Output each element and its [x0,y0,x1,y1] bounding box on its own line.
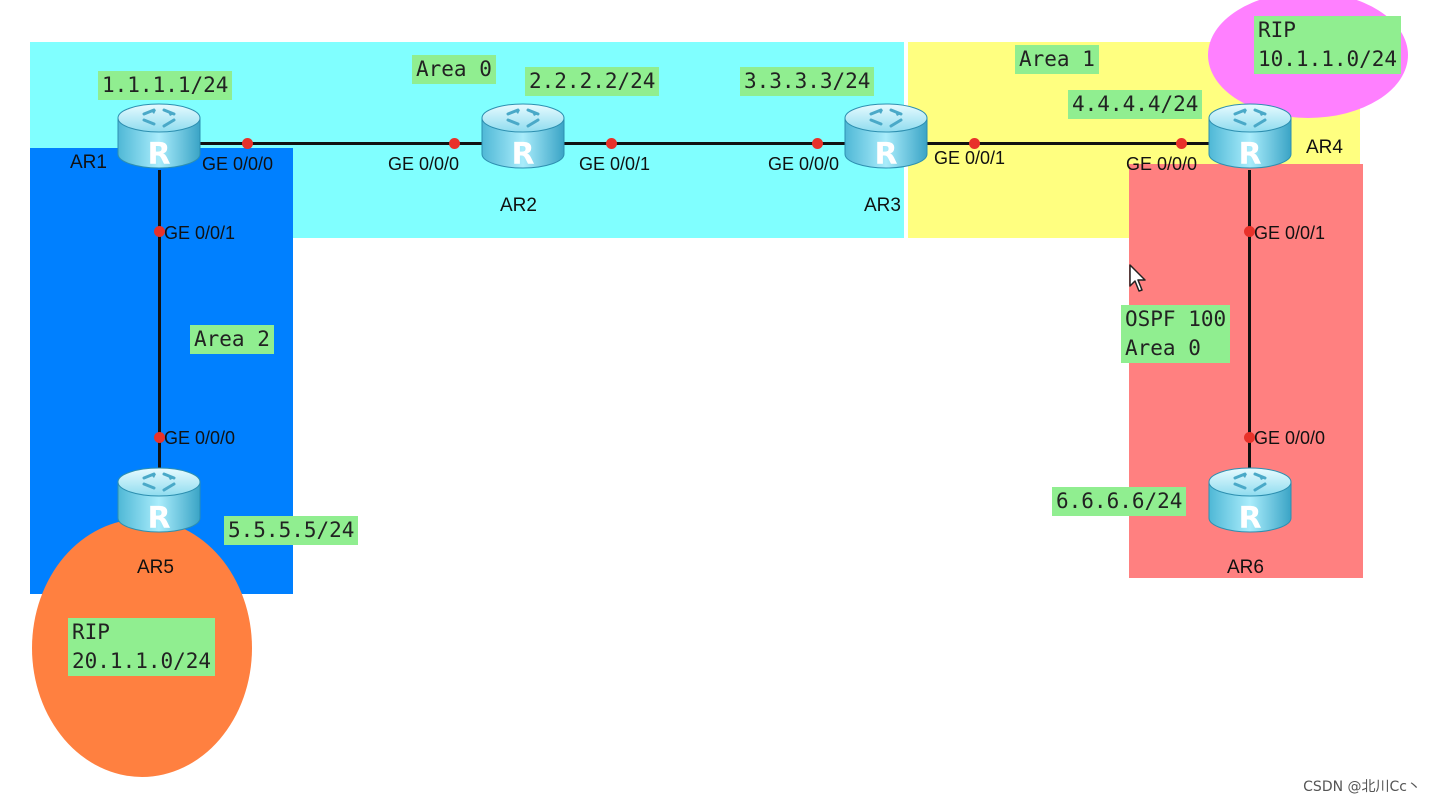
rip-right-title: RIP [1258,18,1296,42]
link-ar3-ar4 [925,142,1225,145]
router-ar3-name: AR3 [864,195,901,216]
area-2-label: Area 2 [190,325,274,354]
port-dot-ar3-ge001 [969,138,980,149]
loopback-ar3-label: 3.3.3.3/24 [740,67,875,96]
area-1-label: Area 1 [1015,45,1099,74]
iface-ar4-ge000: GE 0/0/0 [1126,154,1198,174]
iface-ar5-ge000: GE 0/0/0 [164,428,236,448]
router-ar4-icon[interactable] [1205,98,1295,174]
iface-ar2-ge000: GE 0/0/0 [388,154,460,174]
router-ar6-name: AR6 [1227,557,1264,578]
iface-ar1-ge000: GE 0/0/0 [202,154,274,174]
router-ar3-icon[interactable] [841,98,931,174]
loopback-ar4-label: 4.4.4.4/24 [1068,90,1203,119]
router-ar2-name: AR2 [500,195,537,216]
loopback-ar2-label: 2.2.2.2/24 [525,67,660,96]
loopback-ar5-label: 5.5.5.5/24 [224,516,359,545]
iface-ar4-ge001: GE 0/0/1 [1254,223,1326,243]
ospf-area-0-line: Area 0 [1125,336,1201,360]
iface-ar3-ge001: GE 0/0/1 [934,148,1006,168]
router-ar5-icon[interactable] [114,462,204,538]
router-ar2-icon[interactable] [478,98,568,174]
rip-left-label: RIP 20.1.1.0/24 [68,618,216,676]
port-dot-ar4-ge001 [1244,226,1255,237]
loopback-ar1-label: 1.1.1.1/24 [98,71,233,100]
router-ar6-icon[interactable] [1205,462,1295,538]
rip-left-title: RIP [72,620,110,644]
port-dot-ar1-ge000 [242,138,253,149]
ospf-100-line: OSPF 100 [1125,307,1227,331]
router-ar1-icon[interactable] [114,98,204,174]
link-ar2-ar3 [560,142,860,145]
port-dot-ar3-ge000 [812,138,823,149]
port-dot-ar2-ge001 [606,138,617,149]
iface-ar6-ge000: GE 0/0/0 [1254,428,1326,448]
port-dot-ar1-ge001 [154,226,165,237]
loopback-ar6-label: 6.6.6.6/24 [1052,487,1187,516]
router-ar1-name: AR1 [70,152,107,173]
link-ar4-ar6 [1248,170,1251,470]
rip-right-network: 10.1.1.0/24 [1258,47,1398,71]
area-0-label: Area 0 [412,55,496,84]
port-dot-ar2-ge000 [449,138,460,149]
router-ar4-name: AR4 [1306,137,1343,158]
rip-right-label: RIP 10.1.1.0/24 [1254,16,1402,74]
mouse-cursor-icon [1129,264,1146,292]
link-ar1-ar2 [200,142,490,145]
link-ar1-ar5 [158,170,161,470]
iface-ar3-ge000: GE 0/0/0 [768,154,840,174]
port-dot-ar5-ge000 [154,432,165,443]
watermark: CSDN @北川Cc丶 [1303,779,1421,795]
port-dot-ar6-ge000 [1244,432,1255,443]
router-ar5-name: AR5 [137,557,174,578]
iface-ar1-ge001: GE 0/0/1 [164,223,236,243]
ospf-100-area-0-label: OSPF 100 Area 0 [1121,305,1231,363]
port-dot-ar4-ge000 [1176,138,1187,149]
rip-left-network: 20.1.1.0/24 [72,649,212,673]
iface-ar2-ge001: GE 0/0/1 [579,154,651,174]
